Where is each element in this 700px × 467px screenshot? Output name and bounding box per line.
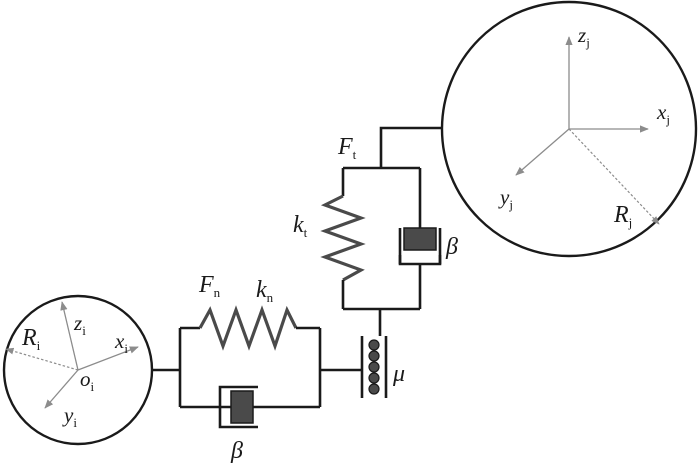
friction-slider: μ [360,336,405,398]
particle-j-z-label: zj [577,23,590,50]
friction-roller [368,339,380,351]
friction-roller [368,372,380,384]
particle-j-y-label: yj [498,185,513,212]
normal-damping-label: β [230,438,243,464]
tangential-contact-element: Ft kt β [293,126,458,336]
tangential-damper-cylinder [398,255,442,266]
tangential-lead-top [379,126,442,168]
particle-i-x-axis [77,346,139,371]
particle-i-y-label: yi [62,403,77,430]
friction-label: μ [392,361,405,387]
particle-i-z-label: zi [73,311,86,338]
tangential-force-label: Ft [337,134,357,162]
particle-i-center-label: oi [80,367,95,394]
friction-roller [368,383,380,395]
particle-i-radius-label: Ri [21,325,41,353]
friction-roller [368,350,380,362]
particle-j-radius-line [568,128,660,225]
tangential-spring [320,194,366,282]
particle-i-radius-line [5,347,79,371]
particle-i-x-label: xi [114,329,128,356]
normal-force-label: Fn [198,272,221,300]
normal-damper-cylinder [218,385,258,429]
normal-damper-piston [230,390,254,424]
normal-stiffness-label: kn [256,277,274,305]
normal-contact-element: Fn kn β [152,272,362,464]
particle-j-radius-label: Rj [613,202,632,230]
particle-j: zj xj yj Rj [440,0,698,258]
friction-roller [368,361,380,373]
normal-spring [198,305,298,351]
particle-j-y-axis [515,128,570,176]
tangential-stiffness-label: kt [293,212,308,240]
tangential-damper-piston [403,227,437,251]
particle-i-z-axis [60,301,79,371]
particle-j-x-label: xj [656,100,670,127]
particle-i-y-axis [44,369,79,409]
particle-i: oi Ri zi xi yi [2,294,154,446]
tangential-damping-label: β [445,234,458,260]
